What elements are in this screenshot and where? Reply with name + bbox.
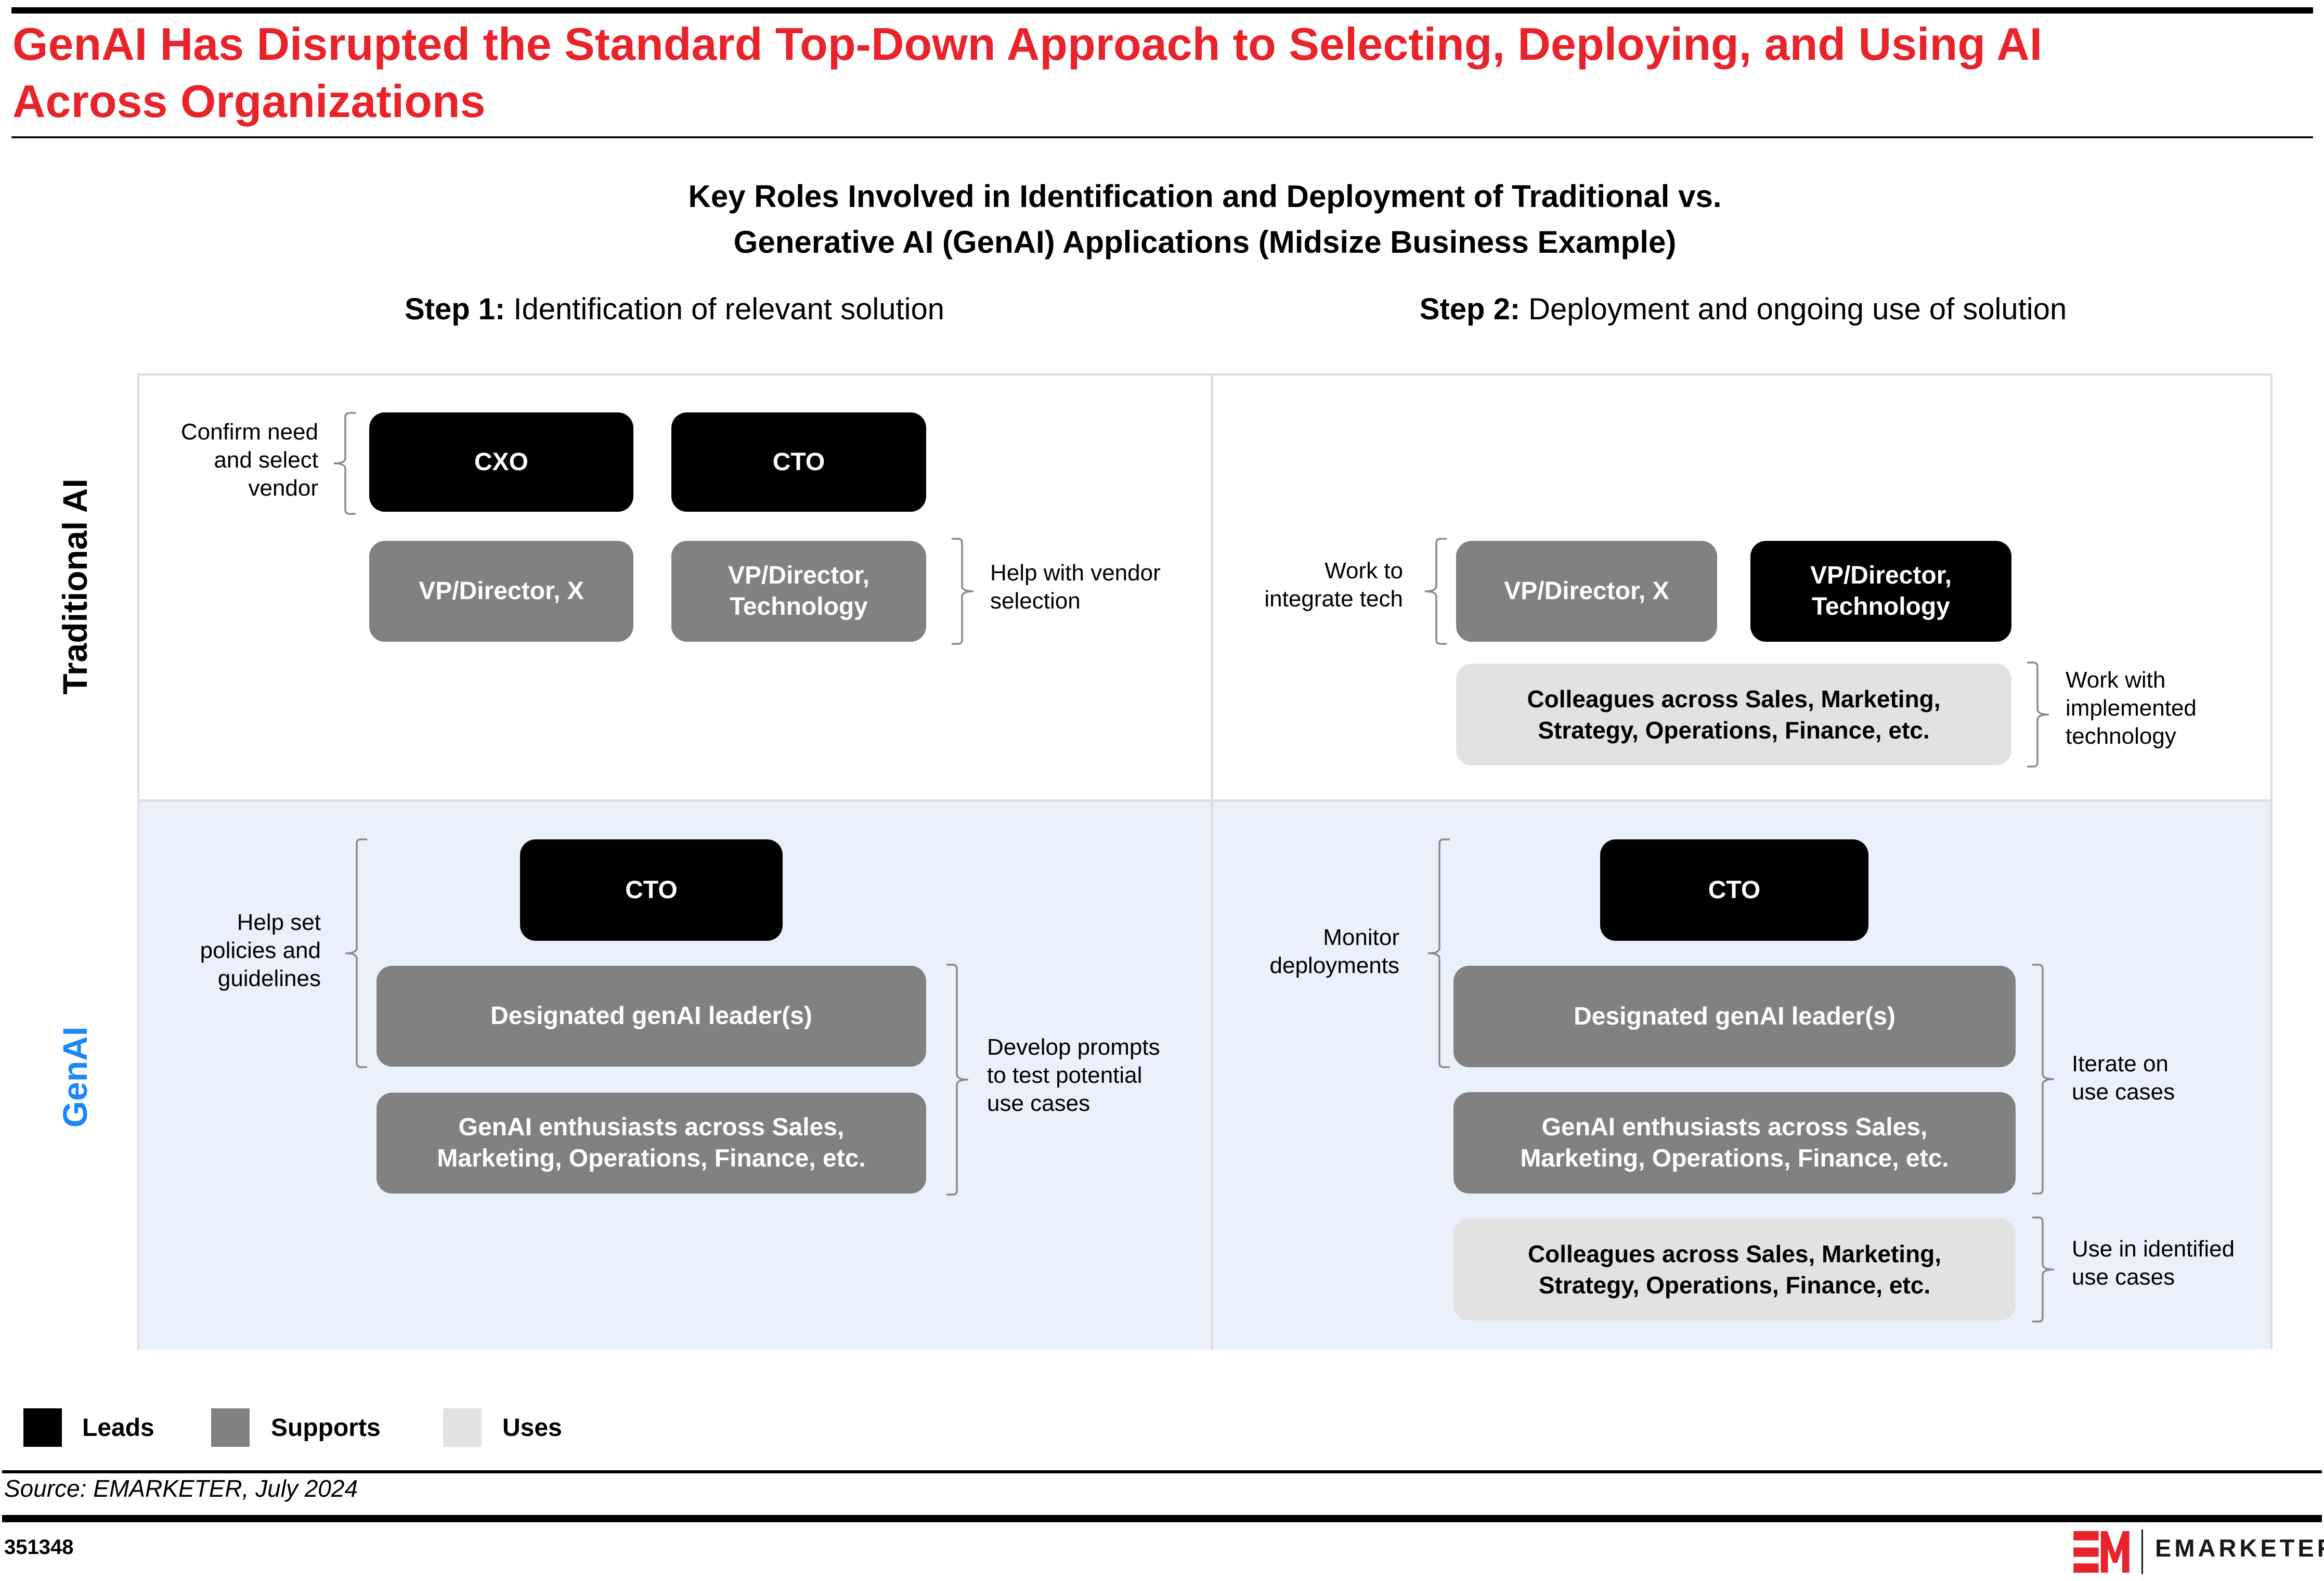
legend-label-supports: Supports <box>271 1414 381 1442</box>
right-brace-icon <box>946 964 969 1196</box>
role-box-vp-director-technology: VP/Director, Technology <box>1750 541 2011 642</box>
column-divider <box>1211 375 1213 1350</box>
role-box-colleagues: Colleagues across Sales, Marketing, Stra… <box>1456 664 2011 766</box>
role-box-cto: CTO <box>520 839 783 941</box>
role-box-cxo: CXO <box>369 412 633 512</box>
role-box-genai-enthusiasts: GenAI enthusiasts across Sales, Marketin… <box>1453 1092 2016 1194</box>
role-box-genai-enthusiasts: GenAI enthusiasts across Sales, Marketin… <box>376 1093 926 1194</box>
right-brace-icon <box>952 538 974 645</box>
q3-label-develop-prompts: Develop prompts to test potential use ca… <box>987 1034 1160 1116</box>
step-1-label: Identification of relevant solution <box>513 292 944 326</box>
role-box-vp-director-technology: VP/Director, Technology <box>671 541 926 642</box>
q4-label-iterate: Iterate on use cases <box>2072 1051 2175 1105</box>
brand-wordmark: EMARKETER <box>2155 1534 2324 1562</box>
step-2-prefix: Step 2: <box>1419 292 1521 326</box>
left-brace-icon <box>1427 838 1450 1068</box>
chart-id: 351348 <box>4 1536 74 1559</box>
legend-label-leads: Leads <box>82 1414 154 1442</box>
role-box-vp-director-x: VP/Director, X <box>1456 541 1717 642</box>
role-box-colleagues: Colleagues across Sales, Marketing, Stra… <box>1453 1219 2016 1320</box>
q4-label-use-cases: Use in identified use cases <box>2072 1236 2235 1290</box>
role-box-genai-leaders: Designated genAI leader(s) <box>1453 966 2016 1067</box>
q1-label-help-vendor: Help with vendor selection <box>990 560 1161 614</box>
role-box-genai-leaders: Designated genAI leader(s) <box>376 966 926 1067</box>
page-title: GenAI Has Disrupted the Standard Top-Dow… <box>12 18 2043 127</box>
right-brace-icon <box>2032 964 2055 1195</box>
right-brace-icon <box>2032 1216 2055 1323</box>
row-divider <box>139 799 2270 802</box>
legend-swatch-leads <box>23 1408 62 1447</box>
legend-label-uses: Uses <box>502 1414 562 1442</box>
source-note: Source: EMARKETER, July 2024 <box>4 1475 358 1502</box>
step-1-prefix: Step 1: <box>405 292 505 326</box>
step-2-header: Step 2:Deployment and ongoing use of sol… <box>1212 291 2275 328</box>
left-brace-icon <box>333 412 356 515</box>
logo-divider <box>2141 1530 2143 1574</box>
footer-rule-thick <box>2 1515 2322 1522</box>
q2-label-work-with-tech: Work with implemented technology <box>2066 667 2197 749</box>
step-1-header: Step 1:Identification of relevant soluti… <box>137 291 1212 328</box>
legend-swatch-uses <box>443 1408 482 1447</box>
right-brace-icon <box>2027 662 2049 768</box>
row-label-genai: GenAI <box>56 1026 94 1128</box>
step-2-label: Deployment and ongoing use of solution <box>1528 292 2067 326</box>
footer-rule-thin <box>2 1470 2322 1473</box>
q2-label-work-integrate: Work to integrate tech <box>1264 558 1403 612</box>
top-accent-bar <box>11 7 2313 14</box>
left-brace-icon <box>345 838 367 1068</box>
row-label-traditional-ai: Traditional AI <box>56 478 94 695</box>
left-brace-icon <box>1424 538 1447 645</box>
q1-label-confirm-need: Confirm need and select vendor <box>180 419 318 501</box>
legend-swatch-supports <box>211 1408 250 1447</box>
title-divider <box>11 136 2313 138</box>
q4-label-monitor: Monitor deployments <box>1269 925 1399 978</box>
q3-label-help-policies: Help set policies and guidelines <box>200 910 321 991</box>
role-box-cto: CTO <box>1600 839 1868 941</box>
role-box-vp-director-x: VP/Director, X <box>369 541 633 642</box>
role-box-cto: CTO <box>671 412 926 512</box>
emarketer-logo-icon <box>2073 1531 2130 1573</box>
chart-heading: Key Roles Involved in Identification and… <box>688 179 1722 260</box>
